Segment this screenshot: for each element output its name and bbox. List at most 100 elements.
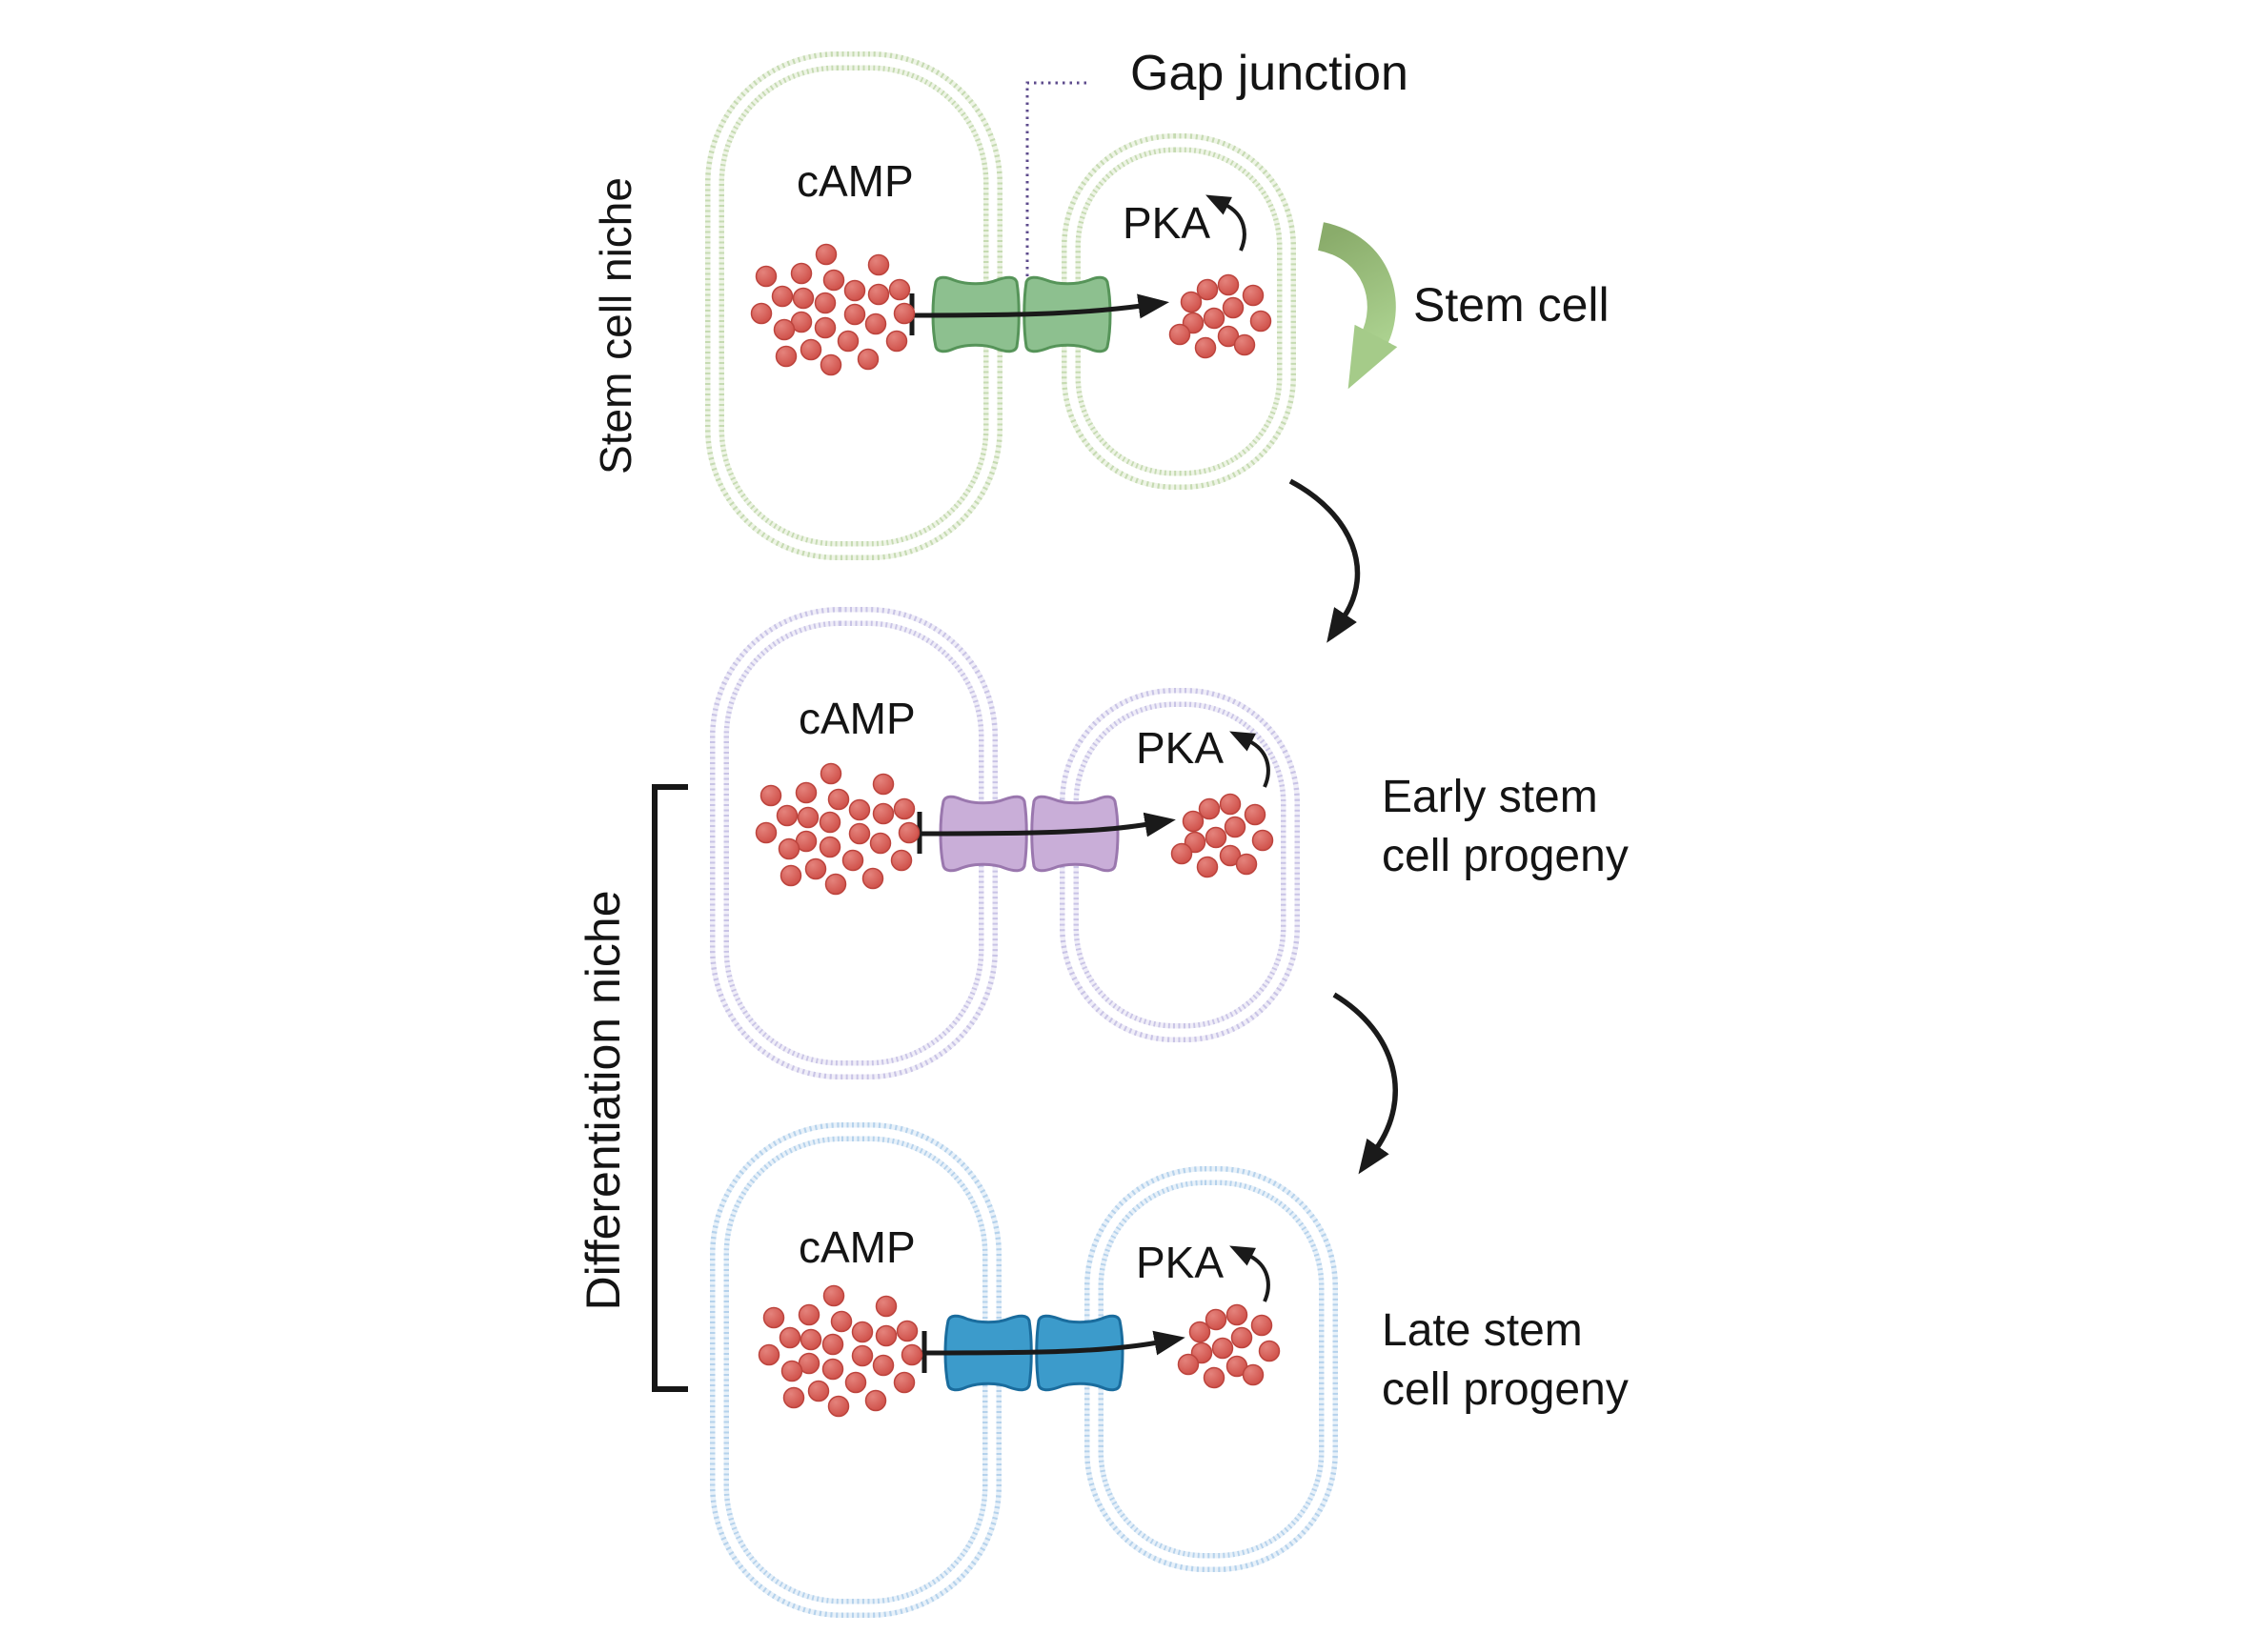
camp-molecule-dot — [872, 773, 895, 796]
camp-molecule-dot — [857, 348, 880, 371]
camp-molecules-right — [1170, 793, 1274, 878]
camp-molecule-dot — [1205, 1308, 1227, 1331]
early-progeny-label: Early stem cell progeny — [1382, 768, 1629, 886]
camp-molecule-dot — [1188, 1321, 1211, 1343]
camp-molecule-dot — [1196, 856, 1219, 878]
camp-molecule-dot — [890, 849, 913, 872]
camp-molecule-dot — [782, 1386, 805, 1409]
camp-molecule-dot — [795, 781, 818, 804]
camp-molecule-dot — [759, 784, 782, 807]
camp-label: cAMP — [799, 1222, 916, 1272]
camp-molecule-dot — [1194, 336, 1217, 359]
camp-molecule-dot — [800, 338, 822, 361]
early-progeny-right-membrane — [1060, 688, 1300, 1042]
pka-activation-arrow — [1205, 194, 1246, 252]
camp-molecule-dot — [875, 1324, 898, 1347]
camp-molecule-dot — [1203, 1366, 1225, 1389]
camp-molecule-dot — [888, 278, 911, 301]
camp-molecule-dot — [762, 1306, 785, 1329]
camp-molecule-dot — [819, 836, 841, 858]
camp-molecule-dot — [1251, 829, 1274, 852]
panel-stem-cell — [705, 51, 1296, 560]
transition-arrow-stem-to-early — [1288, 478, 1361, 643]
camp-molecules-left — [750, 243, 916, 376]
camp-molecule-dot — [864, 1389, 887, 1412]
camp-molecule-dot — [843, 303, 866, 326]
camp-molecule-dot — [822, 269, 845, 292]
camp-molecule-dot — [1230, 1326, 1253, 1349]
camp-flow-arrow — [919, 812, 1176, 837]
camp-molecule-dot — [861, 867, 884, 890]
camp-molecule-dot — [775, 345, 798, 368]
camp-molecule-dot — [807, 1380, 830, 1402]
camp-molecule-dot — [1242, 1363, 1265, 1386]
camp-molecule-dot — [755, 265, 778, 288]
pka-activation-arrow — [1229, 1245, 1270, 1302]
camp-molecules-right — [1177, 1303, 1281, 1389]
camp-molecule-dot — [755, 821, 778, 844]
camp-molecule-dot — [1249, 310, 1272, 333]
early-progeny-label-line1: Early stem — [1382, 772, 1598, 822]
camp-molecule-dot — [773, 318, 796, 341]
camp-molecule-dot — [1170, 842, 1193, 865]
camp-molecule-dot — [851, 1344, 874, 1367]
camp-molecule-dot — [893, 797, 916, 820]
camp-molecule-dot — [790, 262, 813, 285]
camp-molecule-dot — [896, 1320, 919, 1342]
camp-molecule-dot — [1258, 1340, 1281, 1362]
camp-molecule-dot — [843, 279, 866, 302]
camp-molecule-dot — [1217, 273, 1240, 296]
camp-molecule-dot — [750, 302, 773, 325]
camp-molecules-left — [755, 762, 921, 896]
camp-molecule-dot — [848, 822, 871, 845]
panel-early-stem-cell-progeny — [710, 607, 1300, 1079]
camp-molecule-dot — [780, 1360, 803, 1382]
camp-molecule-dot — [779, 1326, 801, 1349]
camp-label: cAMP — [797, 156, 914, 206]
gap-junction-channel-purple — [939, 795, 1120, 873]
differentiation-niche-label: Differentiation niche — [576, 890, 630, 1311]
camp-molecule-dot — [837, 330, 860, 353]
camp-molecule-dot — [827, 788, 850, 811]
camp-molecule-dot — [1177, 1353, 1200, 1376]
camp-molecules-left — [758, 1284, 923, 1418]
camp-molecule-dot — [830, 1310, 853, 1333]
camp-flow-arrow — [911, 293, 1169, 319]
camp-molecule-dot — [815, 243, 838, 266]
camp-molecule-dot — [901, 1343, 923, 1366]
late-progeny-label: Late stem cell progeny — [1382, 1301, 1629, 1420]
camp-molecule-dot — [1242, 284, 1265, 307]
camp-molecule-dot — [841, 849, 864, 872]
camp-molecule-dot — [848, 798, 871, 821]
camp-molecule-dot — [869, 832, 892, 855]
camp-molecule-dot — [1168, 323, 1191, 346]
late-progeny-label-line2: cell progeny — [1382, 1364, 1629, 1415]
camp-label: cAMP — [799, 694, 916, 743]
camp-molecule-dot — [778, 837, 800, 860]
camp-molecule-dot — [1233, 333, 1256, 356]
camp-molecule-dot — [814, 316, 837, 339]
camp-molecule-dot — [804, 857, 827, 880]
camp-molecule-dot — [758, 1343, 780, 1366]
camp-molecule-dot — [1244, 803, 1266, 826]
camp-molecule-dot — [822, 1284, 845, 1307]
camp-molecule-dot — [1224, 816, 1246, 838]
camp-molecule-dot — [771, 285, 794, 308]
camp-molecule-dot — [844, 1371, 867, 1394]
camp-molecule-dot — [820, 353, 842, 376]
pka-label: PKA — [1136, 1238, 1225, 1287]
camp-molecule-dot — [824, 873, 847, 896]
transition-arrow-early-to-late — [1332, 992, 1398, 1175]
camp-molecule-dot — [798, 1303, 820, 1326]
camp-molecule-dot — [893, 1371, 916, 1394]
stem-cell-label: Stem cell — [1413, 278, 1610, 332]
camp-molecule-dot — [872, 802, 895, 825]
camp-molecule-dot — [1182, 810, 1205, 833]
camp-flow-arrow — [923, 1330, 1185, 1356]
camp-molecule-dot — [1250, 1314, 1273, 1337]
camp-molecule-dot — [800, 1328, 822, 1351]
camp-molecule-dot — [885, 330, 908, 353]
camp-molecule-dot — [821, 1358, 844, 1381]
camp-molecule-dot — [797, 806, 820, 829]
